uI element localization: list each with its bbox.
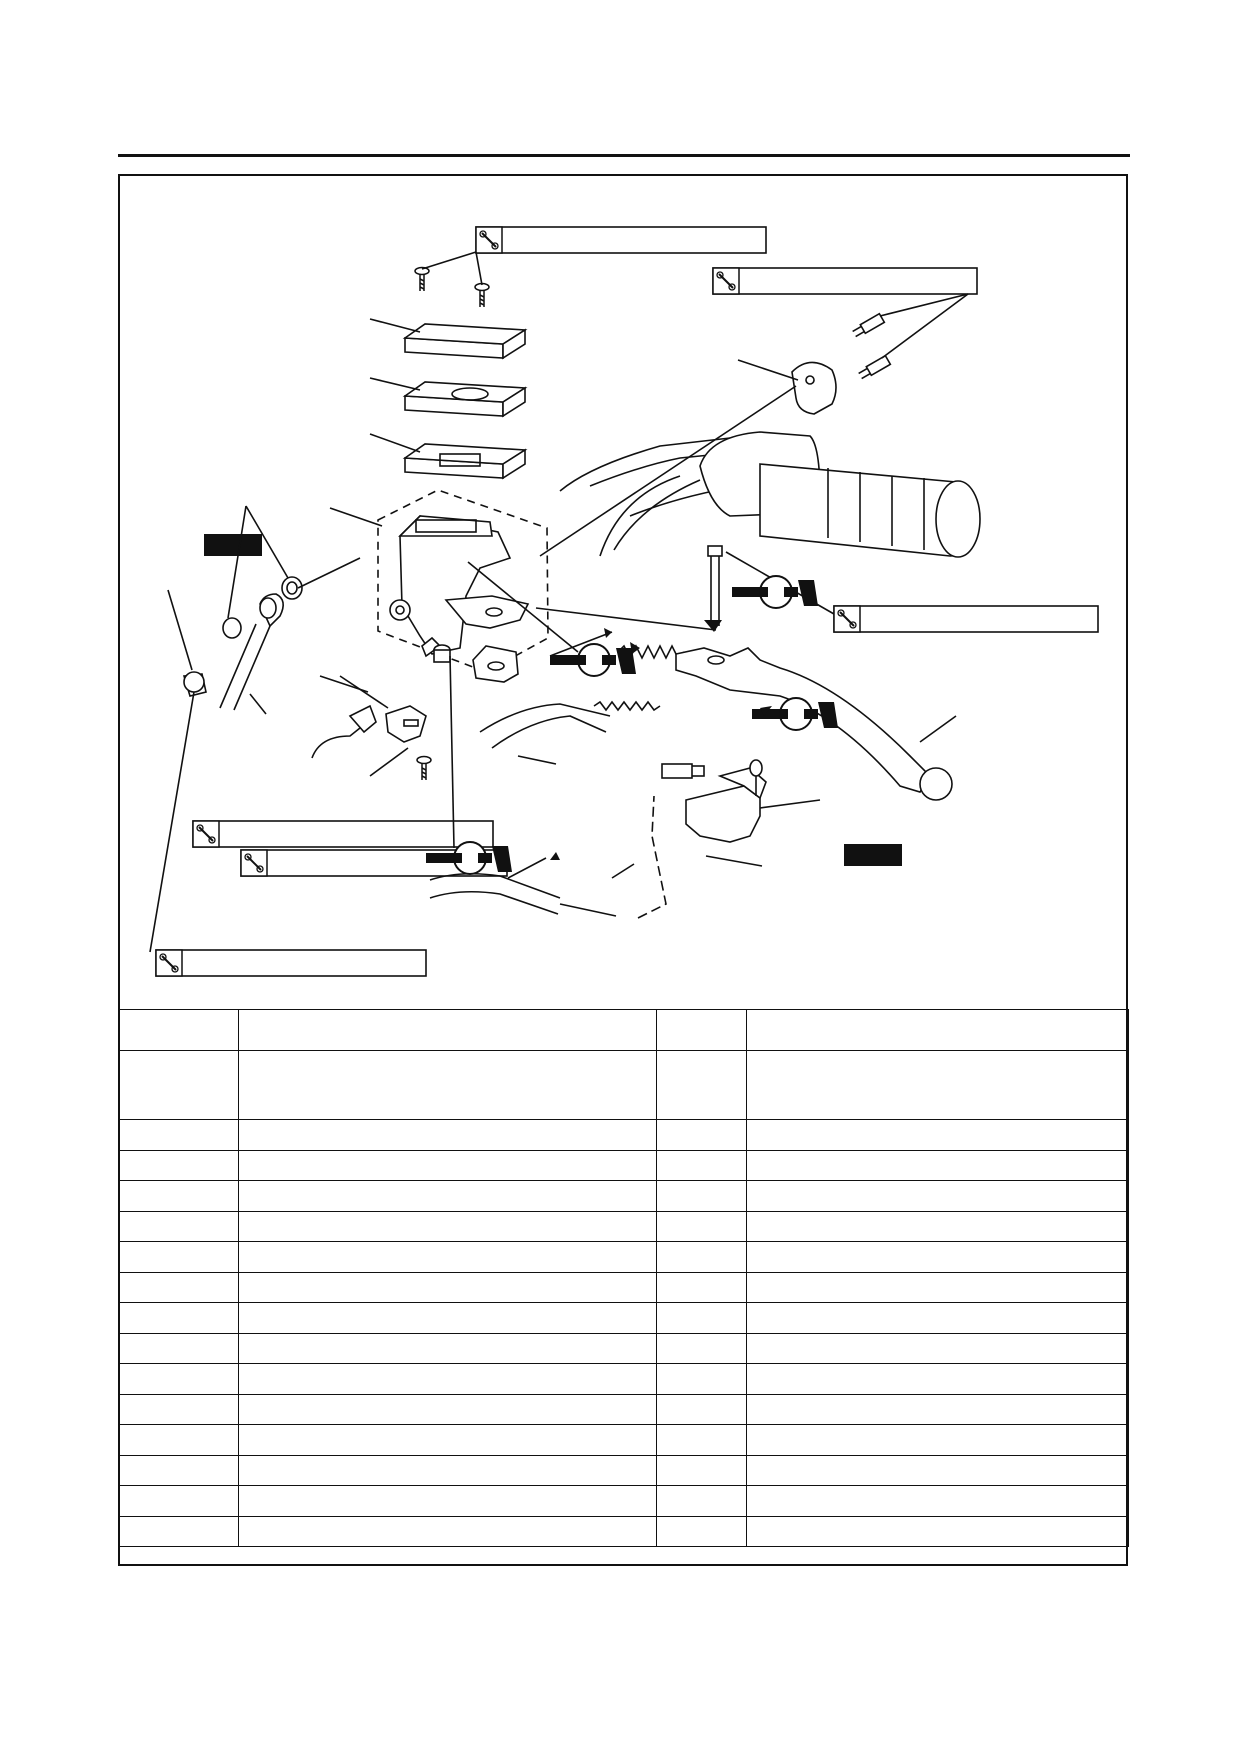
- table-cell: [746, 1485, 1129, 1517]
- table-cell: [238, 1271, 657, 1303]
- table-cell: [746, 1363, 1129, 1395]
- table-cell: [118, 1119, 239, 1151]
- header-rule: [118, 154, 1130, 157]
- table-cell: [656, 1149, 747, 1181]
- table-row: [118, 1363, 1129, 1395]
- table-cell: [746, 1119, 1129, 1151]
- table-cell: [238, 1393, 657, 1425]
- table-cell: [746, 1424, 1129, 1456]
- table-header-cell: [238, 1009, 657, 1051]
- table-row: [118, 1271, 1129, 1303]
- table-cell: [118, 1149, 239, 1181]
- table-cell: [238, 1363, 657, 1395]
- table-row: [118, 1454, 1129, 1486]
- torque-box-right-top: [712, 267, 978, 295]
- table-cell: [118, 1393, 239, 1425]
- table-cell: [118, 1050, 239, 1120]
- torque-box-left-1: [192, 820, 494, 848]
- table-row: [118, 1424, 1129, 1456]
- table-cell: [656, 1119, 747, 1151]
- torque-box-right-bolt: [833, 605, 1099, 633]
- table-cell: [118, 1180, 239, 1212]
- table-cell: [238, 1332, 657, 1364]
- table-row: [118, 1119, 1129, 1151]
- table-header-cell: [656, 1009, 747, 1051]
- table-cell: [656, 1271, 747, 1303]
- table-cell: [656, 1515, 747, 1547]
- table-cell: [118, 1454, 239, 1486]
- table-cell: [656, 1393, 747, 1425]
- table-header-cell: [746, 1009, 1129, 1051]
- exploded-diagram: [149, 226, 1099, 977]
- table-cell: [238, 1180, 657, 1212]
- table-row: [118, 1241, 1129, 1273]
- table-row: [118, 1393, 1129, 1425]
- table-cell: [656, 1363, 747, 1395]
- table-cell: [118, 1271, 239, 1303]
- table-cell: [656, 1454, 747, 1486]
- table-cell: [118, 1363, 239, 1395]
- table-cell: [118, 1241, 239, 1273]
- torque-box-top: [475, 226, 767, 254]
- table-cell: [746, 1454, 1129, 1486]
- table-cell: [746, 1241, 1129, 1273]
- table-row: [118, 1515, 1129, 1547]
- table-cell: [118, 1302, 239, 1334]
- table-cell: [746, 1393, 1129, 1425]
- table-cell: [238, 1424, 657, 1456]
- table-row: [118, 1302, 1129, 1334]
- table-row: [118, 1485, 1129, 1517]
- table-cell: [656, 1050, 747, 1120]
- table-cell: [746, 1332, 1129, 1364]
- table-cell: [746, 1050, 1129, 1120]
- table-cell: [238, 1241, 657, 1273]
- table-cell: [238, 1119, 657, 1151]
- table-cell: [238, 1210, 657, 1242]
- page-frame: [118, 174, 1128, 1566]
- table-cell: [118, 1515, 239, 1547]
- table-row: [118, 1050, 1129, 1120]
- table-cell: [238, 1485, 657, 1517]
- table-cell: [656, 1424, 747, 1456]
- table-cell: [118, 1332, 239, 1364]
- table-cell: [656, 1180, 747, 1212]
- table-cell: [118, 1424, 239, 1456]
- table-cell: [656, 1485, 747, 1517]
- table-cell: [238, 1050, 657, 1120]
- table-cell: [118, 1210, 239, 1242]
- table-cell: [656, 1241, 747, 1273]
- table-cell: [656, 1302, 747, 1334]
- table-row: [118, 1210, 1129, 1242]
- table-cell: [746, 1271, 1129, 1303]
- table-cell: [746, 1210, 1129, 1242]
- table-header-row: [118, 1009, 1129, 1051]
- parts-table: [118, 1009, 1129, 1547]
- table-row: [118, 1149, 1129, 1181]
- table-cell: [238, 1454, 657, 1486]
- table-cell: [238, 1302, 657, 1334]
- table-header-cell: [118, 1009, 239, 1051]
- table-cell: [746, 1180, 1129, 1212]
- table-cell: [746, 1302, 1129, 1334]
- torque-box-bottom: [155, 949, 427, 977]
- table-row: [118, 1180, 1129, 1212]
- table-cell: [118, 1485, 239, 1517]
- table-cell: [656, 1332, 747, 1364]
- table-row: [118, 1332, 1129, 1364]
- table-cell: [746, 1515, 1129, 1547]
- table-cell: [238, 1515, 657, 1547]
- table-cell: [746, 1149, 1129, 1181]
- table-cell: [656, 1210, 747, 1242]
- table-cell: [238, 1149, 657, 1181]
